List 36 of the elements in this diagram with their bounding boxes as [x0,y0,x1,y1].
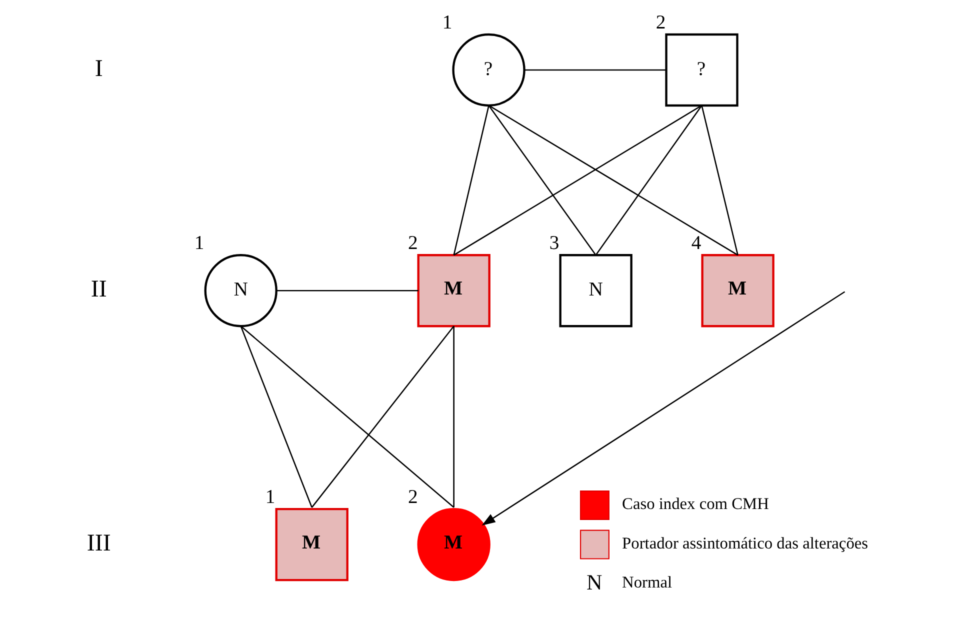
connector [240,326,312,508]
node-label: 1 [442,11,452,34]
connector [701,105,738,256]
node-box: M [417,254,490,328]
arrow [482,291,846,526]
node-label: 1 [194,232,204,254]
connector [453,105,490,256]
node-label: 2 [408,232,418,254]
node-label: 3 [549,232,560,254]
connector [240,326,454,508]
node-label: 2 [408,486,418,508]
connector [488,105,596,256]
node-box: M [275,508,348,582]
node-circle: ? [452,33,526,107]
node-label: 2 [656,11,666,34]
node-label: 4 [691,232,702,254]
node-box: M [701,254,774,328]
label: II [90,276,107,303]
node-circle: N [204,254,278,328]
legend-label: Portador assintomático das alterações [622,533,868,552]
connector [595,105,702,256]
connector [276,290,418,292]
connector [454,104,702,256]
legend-label: Caso index com CMH [622,494,769,514]
connector [524,69,666,71]
connector [311,326,454,508]
node-circle: M [417,508,490,582]
label: I [94,56,103,82]
node-box: ? [665,33,738,107]
node-box: N [559,254,632,328]
connector [453,326,454,508]
node-label: 1 [265,486,276,508]
label: III [86,530,111,557]
label: N [586,570,602,594]
connector [488,104,738,256]
legend-label: Normal [622,572,672,592]
